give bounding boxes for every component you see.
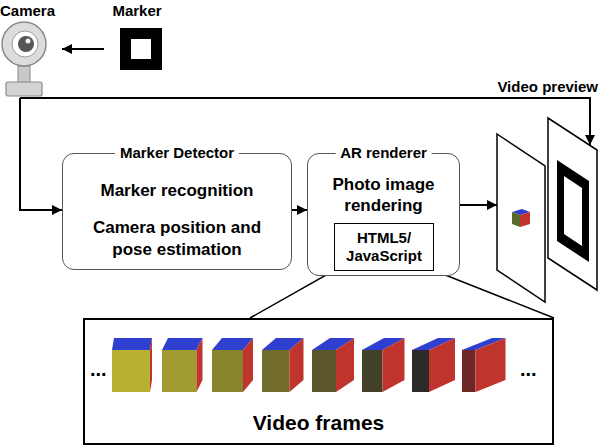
box-text: Marker: [104, 2, 170, 20]
flow-arrow: [20, 98, 590, 145]
camera-icon: [2, 22, 46, 96]
cube: [412, 338, 455, 392]
box-text: HTML5/ JavaScript: [339, 229, 429, 265]
cube: [112, 338, 152, 392]
ellipsis-label: ...: [90, 358, 107, 380]
box-heading: AR renderer: [335, 144, 432, 162]
box-text: Photo image rendering: [314, 174, 453, 217]
flow-arrow: [460, 204, 497, 206]
flow-arrow: [292, 209, 307, 211]
preview-frames: [497, 118, 597, 302]
cube: [462, 338, 506, 392]
marker-square: [120, 28, 162, 70]
zoom-lines: [250, 271, 554, 319]
box-text: Marker recognition: [71, 180, 283, 201]
box-text: Video preview: [497, 78, 598, 96]
process-box: Video frames: [83, 318, 554, 445]
box-heading: Marker Detector: [115, 144, 239, 162]
cube-frames: [112, 338, 506, 392]
labelled-figure: Video preview: [497, 145, 600, 302]
inner-box: HTML5/ JavaScript: [334, 223, 434, 271]
labelled-figure: Marker: [104, 2, 170, 72]
process-box: AR rendererPhoto image renderingHTML5/ J…: [307, 153, 460, 276]
ellipsis-label: ...: [520, 358, 537, 380]
cube: [312, 338, 354, 392]
cube: [362, 338, 405, 392]
process-box: Marker DetectorMarker recognitionCamera …: [62, 153, 292, 270]
flow-arrow: [20, 98, 62, 210]
cube: [162, 338, 203, 392]
cube: [212, 338, 253, 392]
box-text: Camera: [0, 2, 62, 20]
flow-arrow: [62, 48, 104, 50]
box-text: Camera position and pose estimation: [71, 217, 283, 260]
labelled-figure: Camera: [0, 2, 62, 98]
cube: [262, 338, 304, 392]
box-text: Video frames: [85, 411, 552, 435]
